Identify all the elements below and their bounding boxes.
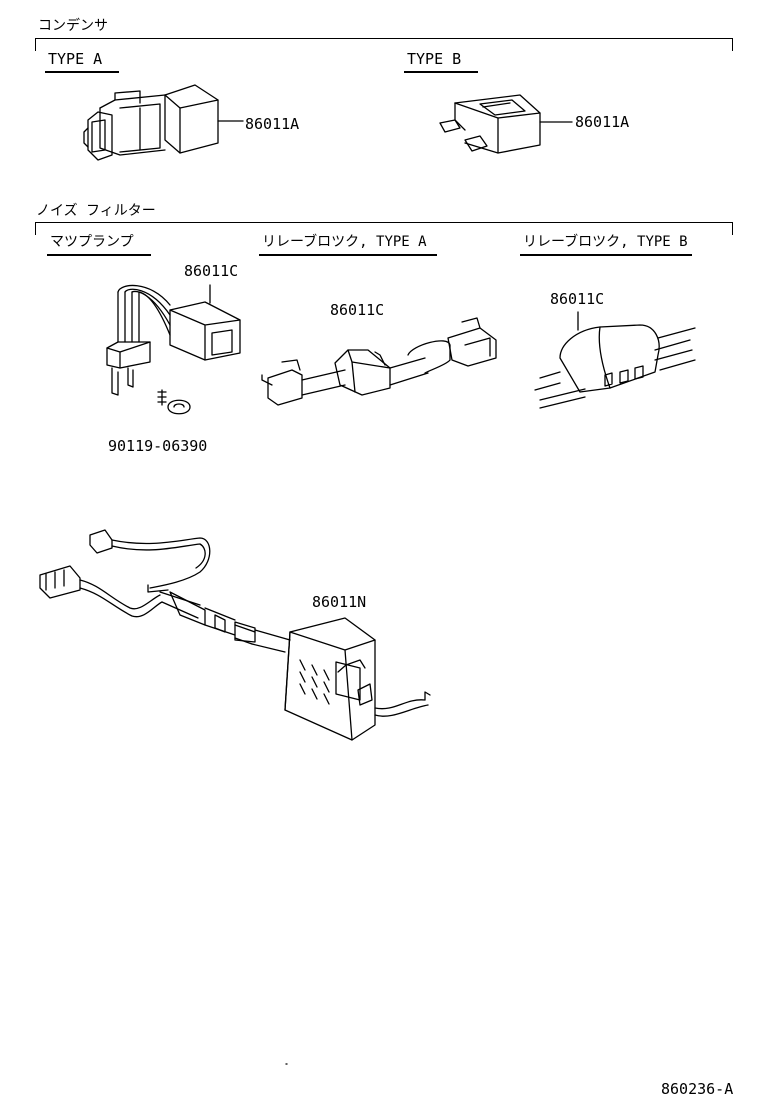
diagram-id: 860236-A <box>661 1080 734 1098</box>
part-number-filter-relay-b: 86011C <box>550 290 605 308</box>
section-condenser-bracket <box>35 38 733 51</box>
section-noise-filter-label: ノイズ フィルター <box>36 203 156 219</box>
group-relay-b-underline <box>520 254 692 256</box>
relay-a-filter-drawing <box>262 318 496 405</box>
group-type-b-underline <box>404 71 478 73</box>
section-noise-filter-bracket <box>35 222 733 235</box>
harness-drawing <box>40 530 430 740</box>
part-number-filter-relay-a: 86011C <box>330 301 385 319</box>
part-number-condenser-a: 86011A <box>245 115 300 133</box>
part-number-bolt: 90119-06390 <box>108 437 208 455</box>
group-type-b-title: TYPE B <box>407 50 462 68</box>
relay-b-filter-drawing <box>535 312 695 408</box>
group-relay-b-title: リレーブロツク, TYPE B <box>523 234 688 250</box>
group-relay-a-title: リレーブロツク, TYPE A <box>262 234 427 250</box>
group-type-a-title: TYPE A <box>48 50 103 68</box>
group-map-lamp-underline <box>47 254 151 256</box>
group-type-a-underline <box>45 71 119 73</box>
condenser-type-a-drawing <box>84 85 243 160</box>
map-lamp-filter-drawing <box>107 285 240 414</box>
group-map-lamp-title: マツプランプ <box>50 234 134 250</box>
part-number-harness: 86011N <box>312 593 367 611</box>
part-number-condenser-b: 86011A <box>575 113 630 131</box>
section-condenser-label: コンデンサ <box>38 18 108 34</box>
condenser-type-b-drawing <box>440 95 572 153</box>
part-number-filter-map-lamp: 86011C <box>184 262 239 280</box>
group-relay-a-underline <box>259 254 437 256</box>
